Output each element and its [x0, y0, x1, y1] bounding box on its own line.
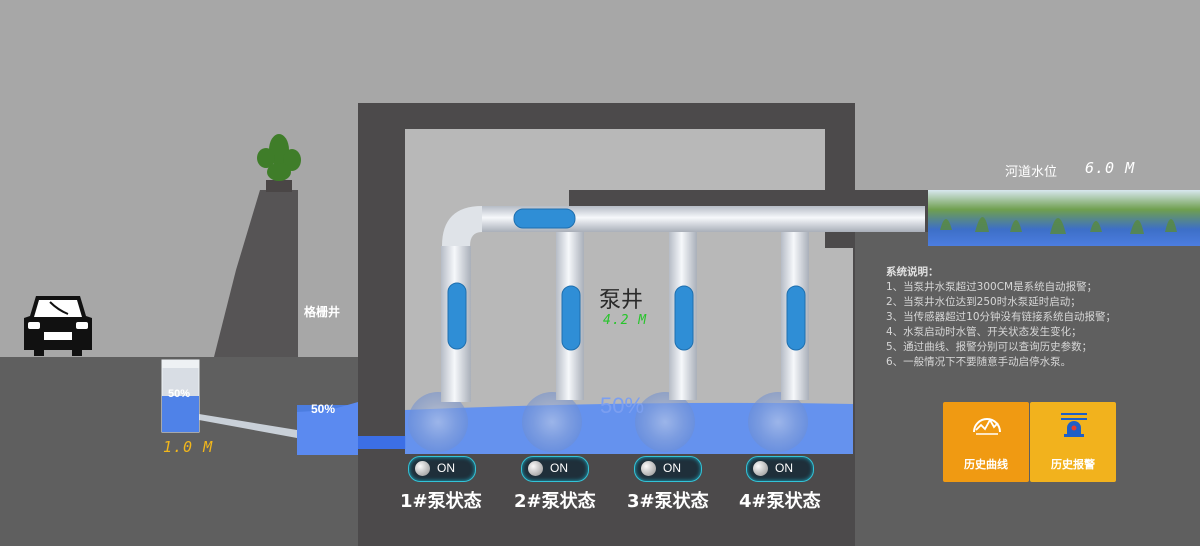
pump-4-switch[interactable]: ON — [746, 456, 814, 482]
notes-item: 1、当泵井水泵超过300CM是系统自动报警； — [886, 280, 1116, 295]
inlet-tank-percent: 50% — [168, 388, 190, 400]
pump-3-status-label: 3#泵状态 — [627, 487, 709, 513]
switch-knob — [641, 461, 656, 476]
switch-knob — [753, 461, 768, 476]
car-icon — [20, 290, 96, 360]
pump-2-switch[interactable]: ON — [521, 456, 589, 482]
history-curve-button[interactable]: 历史曲线 — [943, 402, 1029, 482]
grate-well-percent: 50% — [311, 402, 335, 416]
switch-state: ON — [437, 461, 455, 475]
notes-title: 系统说明： — [886, 265, 1116, 280]
switch-knob — [528, 461, 543, 476]
notes-item: 3、当传感器超过10分钟没有链接系统自动报警； — [886, 310, 1116, 325]
history-alarm-button[interactable]: 历史报警 — [1030, 402, 1116, 482]
notes-item: 6、一般情况下不要随意手动启停水泵。 — [886, 355, 1116, 370]
switch-knob — [415, 461, 430, 476]
switch-state: ON — [550, 461, 568, 475]
notes-item: 4、水泵启动时水管、开关状态发生变化； — [886, 325, 1116, 340]
inlet-tank-level-value: 1.0 M — [163, 438, 213, 456]
history-curve-label: 历史曲线 — [943, 456, 1029, 472]
pump-well-percent: 50% — [600, 393, 644, 419]
notes-item: 2、当泵井水位达到250时水泵延时启动； — [886, 295, 1116, 310]
pump-2-status-label: 2#泵状态 — [514, 487, 596, 513]
chart-curve-icon — [970, 410, 1004, 440]
river-level-value: 6.0 M — [1085, 159, 1135, 177]
pump-1-switch[interactable]: ON — [408, 456, 476, 482]
system-notes: 系统说明： 1、当泵井水泵超过300CM是系统自动报警； 2、当泵井水位达到25… — [886, 265, 1116, 370]
alarm-siren-icon — [1057, 410, 1091, 440]
pump-well-level-value: 4.2 M — [603, 313, 647, 328]
history-alarm-label: 历史报警 — [1030, 456, 1116, 472]
pump-4-status-label: 4#泵状态 — [739, 487, 821, 513]
pump-well-label: 泵井 — [599, 282, 643, 314]
notes-item: 5、通过曲线、报警分别可以查询历史参数； — [886, 340, 1116, 355]
pump-1-status-label: 1#泵状态 — [400, 487, 482, 513]
pump-3-switch[interactable]: ON — [634, 456, 702, 482]
switch-state: ON — [663, 461, 681, 475]
grate-well-label: 格栅井 — [304, 303, 340, 320]
switch-state: ON — [775, 461, 793, 475]
river-level-label: 河道水位 — [1005, 161, 1057, 180]
